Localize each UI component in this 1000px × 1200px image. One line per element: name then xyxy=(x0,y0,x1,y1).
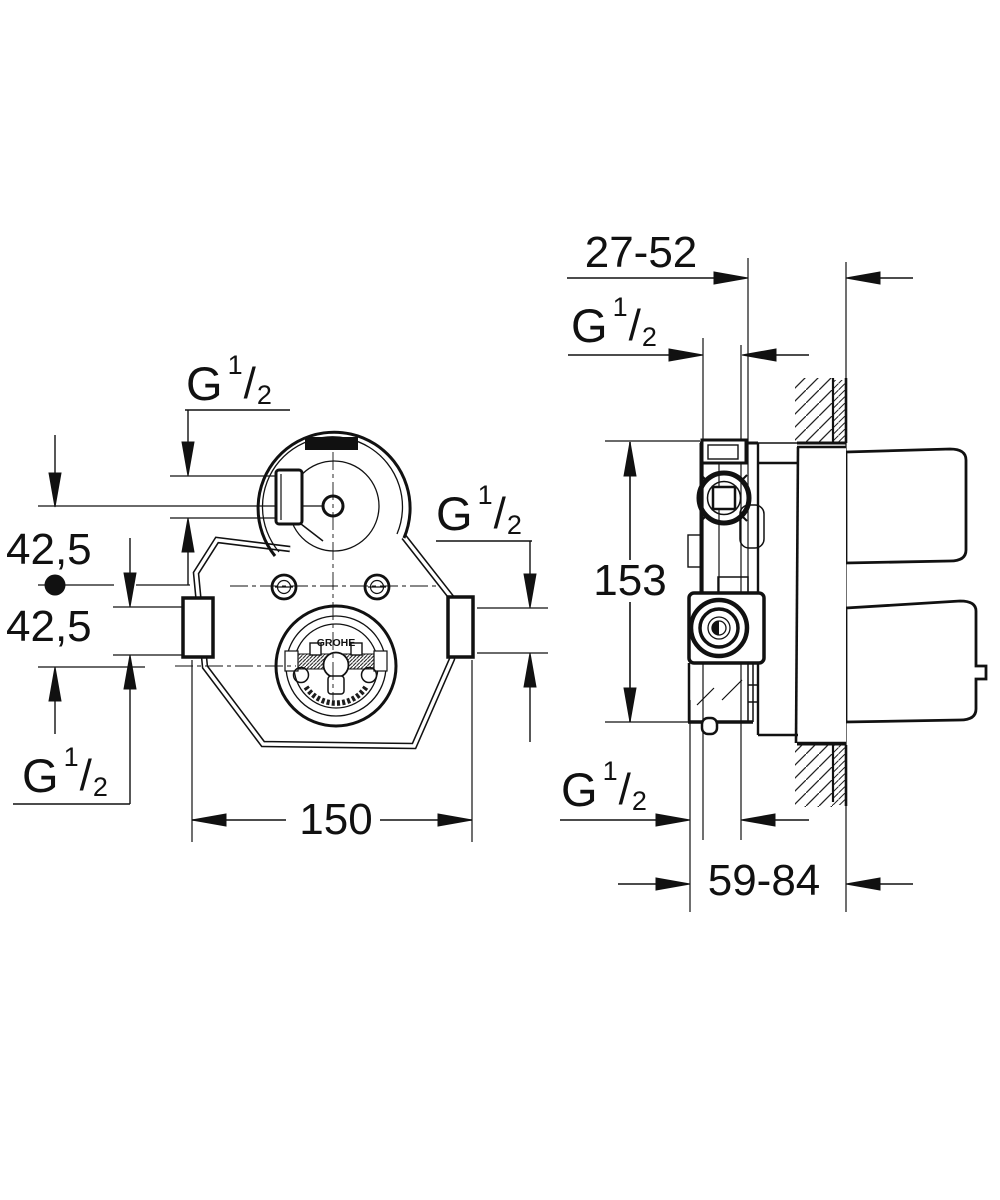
dimension-linework xyxy=(13,271,913,891)
wall-section xyxy=(795,378,848,807)
fixing-screws xyxy=(270,573,391,601)
dim-body-height: 153 xyxy=(593,556,667,605)
mounting-plate xyxy=(794,445,846,745)
grohe-logo-text: GROHE xyxy=(317,637,356,649)
valve-body-section xyxy=(687,438,798,737)
dim-depth-min-max: 27-52 xyxy=(584,228,698,277)
front-view: GROHE xyxy=(38,430,548,842)
dim-body-width: 150 xyxy=(299,795,373,844)
datum-dot xyxy=(44,574,66,596)
dim-depth-total-range: 59-84 xyxy=(707,856,821,905)
protection-caps xyxy=(844,447,988,724)
dim-offset-upper: 42,5 xyxy=(6,525,92,574)
dim-offset-lower: 42,5 xyxy=(6,602,92,651)
side-view xyxy=(605,258,988,912)
top-bracket xyxy=(305,437,358,450)
side-inlet-tabs xyxy=(181,595,475,659)
top-left-stub xyxy=(274,468,304,526)
cartridge-face: GROHE xyxy=(274,604,398,728)
